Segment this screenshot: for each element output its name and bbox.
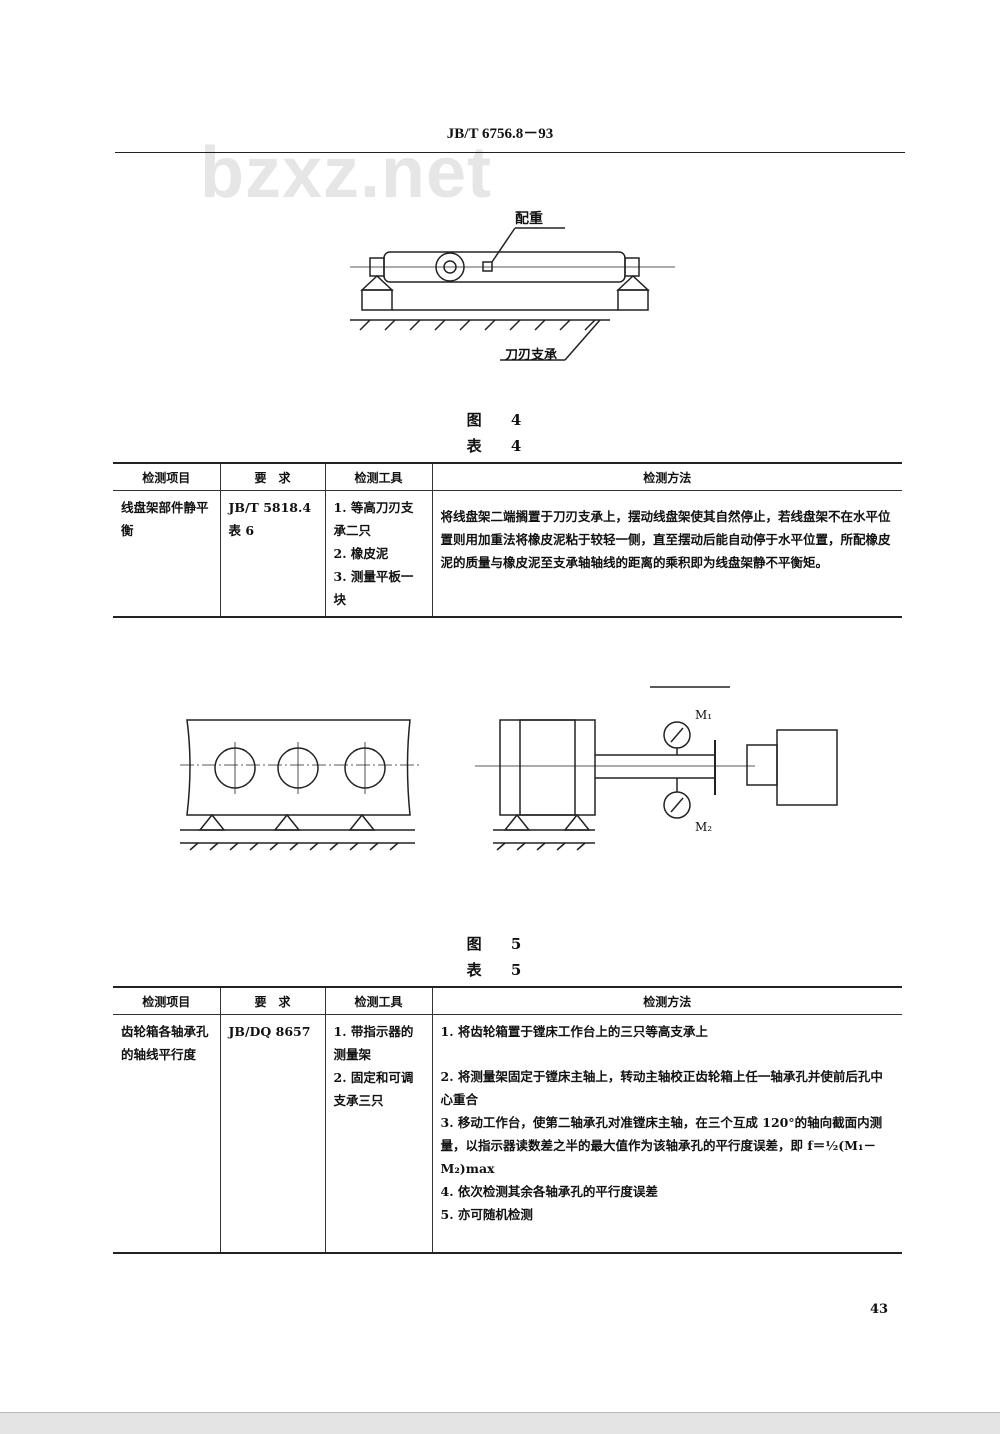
cell-method: 1. 将齿轮箱置于镗床工作台上的三只等高支承上 2. 将测量架固定于镗床主轴上，… <box>431 1014 902 1253</box>
tool: 2. 固定和可调支承三只 <box>333 1070 414 1108</box>
figure-5-drawing <box>180 686 838 851</box>
figure-5-caption: 图 5 <box>466 935 534 953</box>
label-m1: M₁ <box>695 708 713 722</box>
table-row: 线盘架部件静平衡 JB/T 5818.4 表 6 1. 等高刀刃支承二只 2. 橡… <box>113 490 902 617</box>
table-header-row: 检测项目 要 求 检测工具 检测方法 <box>113 463 902 491</box>
method-step: 5. 亦可随机检测 <box>440 1207 533 1222</box>
header-rule <box>115 152 905 153</box>
cell-requirement: JB/T 5818.4 表 6 <box>219 490 325 617</box>
tool: 1. 带指示器的测量架 <box>333 1024 414 1062</box>
table-5-caption: 表 5 <box>466 961 534 979</box>
table-4: 检测项目 要 求 检测工具 检测方法 线盘架部件静平衡 JB/T 5818.4 … <box>113 462 902 618</box>
tool: 1. 等高刀刃支承二只 <box>333 500 414 538</box>
watermark: bzxz.net <box>200 133 493 213</box>
cell-item: 线盘架部件静平衡 <box>121 500 209 538</box>
cell-tools: 1. 等高刀刃支承二只 2. 橡皮泥 3. 测量平板一块 <box>324 490 432 617</box>
viewer-bottom-bar <box>0 1412 1000 1434</box>
method-step: 2. 将测量架固定于镗床主轴上，转动主轴校正齿轮箱上任一轴承孔并使前后孔中心重合 <box>440 1069 883 1107</box>
table-header-row: 检测项目 要 求 检测工具 检测方法 <box>113 987 902 1015</box>
header-item: 检测项目 <box>113 987 220 1015</box>
cell-item: 齿轮箱各轴承孔的轴线平行度 <box>121 1024 209 1062</box>
cell-requirement: JB/DQ 8657 <box>219 1014 325 1253</box>
cell-tools: 1. 带指示器的测量架 2. 固定和可调支承三只 <box>324 1014 432 1253</box>
method-step: 1. 将齿轮箱置于镗床工作台上的三只等高支承上 <box>440 1024 708 1039</box>
header-item: 检测项目 <box>113 463 220 491</box>
tool: 3. 测量平板一块 <box>333 569 414 607</box>
header-requirement: 要 求 <box>219 987 325 1015</box>
figure-4-caption: 图 4 <box>466 411 534 429</box>
figure-4-drawing <box>350 227 675 361</box>
table-4-caption: 表 4 <box>466 437 534 455</box>
method-step: 3. 移动工作台，使第二轴承孔对准镗床主轴，在三个互成 120°的轴向截面内测量… <box>440 1115 883 1176</box>
standard-header: JB/T 6756.8－93 <box>446 126 554 142</box>
table-5: 检测项目 要 求 检测工具 检测方法 齿轮箱各轴承孔的轴线平行度 JB/DQ 8… <box>113 986 902 1254</box>
cell-method: 将线盘架二端搁置于刀刃支承上，摆动线盘架使其自然停止，若线盘架不在水平位置则用加… <box>431 490 902 617</box>
label-counterweight: 配重 <box>515 211 543 227</box>
header-tools: 检测工具 <box>324 987 432 1015</box>
label-knife-support: 刀刃支承 <box>505 348 558 363</box>
header-requirement: 要 求 <box>219 463 325 491</box>
header-method: 检测方法 <box>431 987 902 1015</box>
table-row: 齿轮箱各轴承孔的轴线平行度 JB/DQ 8657 1. 带指示器的测量架 2. 固… <box>113 1014 902 1253</box>
header-tools: 检测工具 <box>324 463 432 491</box>
method-step: 4. 依次检测其余各轴承孔的平行度误差 <box>440 1184 658 1199</box>
label-m2: M₂ <box>695 820 713 834</box>
tool: 2. 橡皮泥 <box>333 546 389 561</box>
page-number: 43 <box>870 1302 889 1317</box>
header-method: 检测方法 <box>431 463 902 491</box>
